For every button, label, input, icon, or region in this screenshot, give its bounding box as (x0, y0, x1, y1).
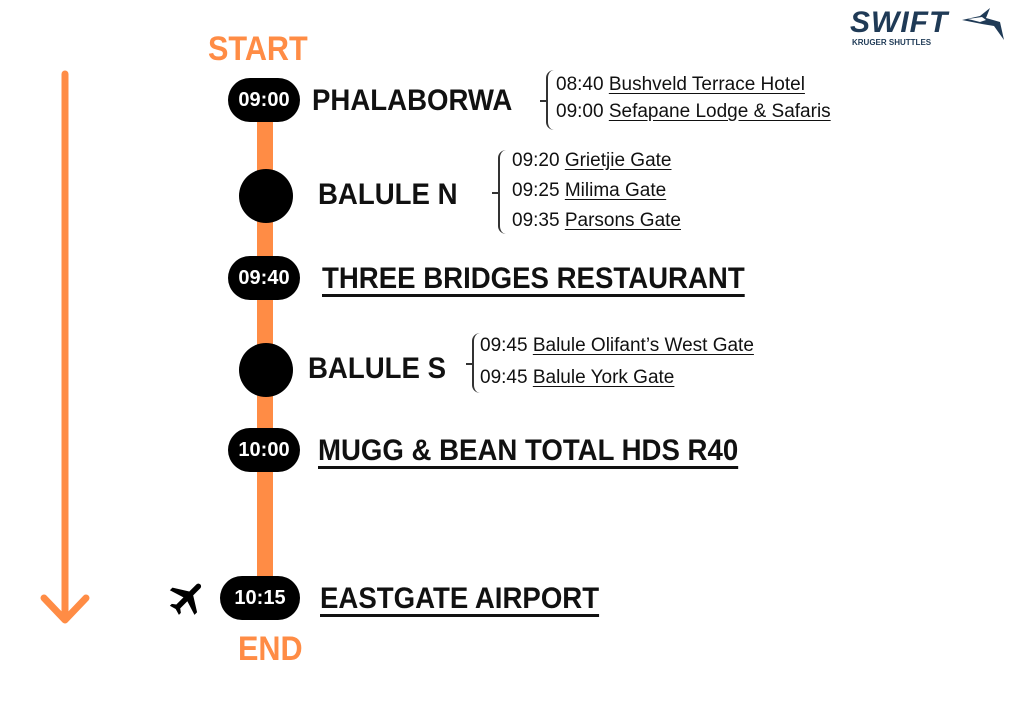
stop-name-link[interactable]: THREE BRIDGES RESTAURANT (322, 262, 745, 295)
stop-name-link[interactable]: MUGG & BEAN TOTAL HDS R40 (318, 434, 739, 467)
swift-logo: SWIFT KRUGER SHUTTLES (848, 6, 1008, 50)
pickup-place-link[interactable]: Milima Gate (564, 180, 667, 201)
pickup-place-link[interactable]: Sefapane Lodge & Safaris (608, 101, 831, 122)
pickup-time: 09:35 (512, 210, 560, 231)
pickup-item: 09:00 Sefapane Lodge & Safaris (556, 102, 831, 121)
swift-bird-icon (962, 8, 1004, 40)
time-badge: 10:15 (220, 576, 300, 620)
pickup-place-link[interactable]: Grietjie Gate (564, 150, 672, 171)
pickup-place-link[interactable]: Parsons Gate (564, 210, 681, 231)
pickup-time: 09:45 (480, 367, 528, 388)
end-label: END (238, 630, 303, 668)
stop-dot (239, 169, 293, 223)
pickup-item: 09:35 Parsons Gate (512, 211, 681, 230)
pickup-time: 09:45 (480, 335, 528, 356)
brace (540, 70, 558, 130)
stop-name: BALULE S (308, 352, 446, 385)
airplane-icon (169, 583, 202, 615)
pickup-place-link[interactable]: Bushveld Terrace Hotel (608, 74, 805, 95)
pickup-place-link[interactable]: Balule Olifant’s West Gate (532, 335, 754, 356)
stop-dot (239, 343, 293, 397)
time-badge: 09:40 (228, 256, 300, 300)
pickup-time: 09:00 (556, 101, 604, 122)
pickup-item: 09:25 Milima Gate (512, 181, 666, 200)
stop-name: PHALABORWA (312, 84, 513, 117)
pickup-item: 08:40 Bushveld Terrace Hotel (556, 75, 805, 94)
start-label: START (208, 30, 308, 68)
brace (492, 150, 510, 234)
time-badge: 09:00 (228, 78, 300, 122)
logo-tagline: KRUGER SHUTTLES (852, 38, 932, 47)
pickup-place-link[interactable]: Balule York Gate (532, 367, 675, 388)
pickup-item: 09:20 Grietjie Gate (512, 151, 671, 170)
pickup-item: 09:45 Balule Olifant’s West Gate (480, 336, 754, 355)
pickup-time: 09:25 (512, 180, 560, 201)
brace (466, 333, 484, 393)
stop-name-link[interactable]: EASTGATE AIRPORT (320, 582, 600, 615)
pickup-time: 09:20 (512, 150, 560, 171)
logo-brand: SWIFT (850, 6, 949, 39)
pickup-item: 09:45 Balule York Gate (480, 368, 674, 387)
time-badge: 10:00 (228, 428, 300, 472)
direction-arrow (40, 70, 90, 624)
stop-name: BALULE N (318, 178, 458, 211)
pickup-time: 08:40 (556, 74, 604, 95)
